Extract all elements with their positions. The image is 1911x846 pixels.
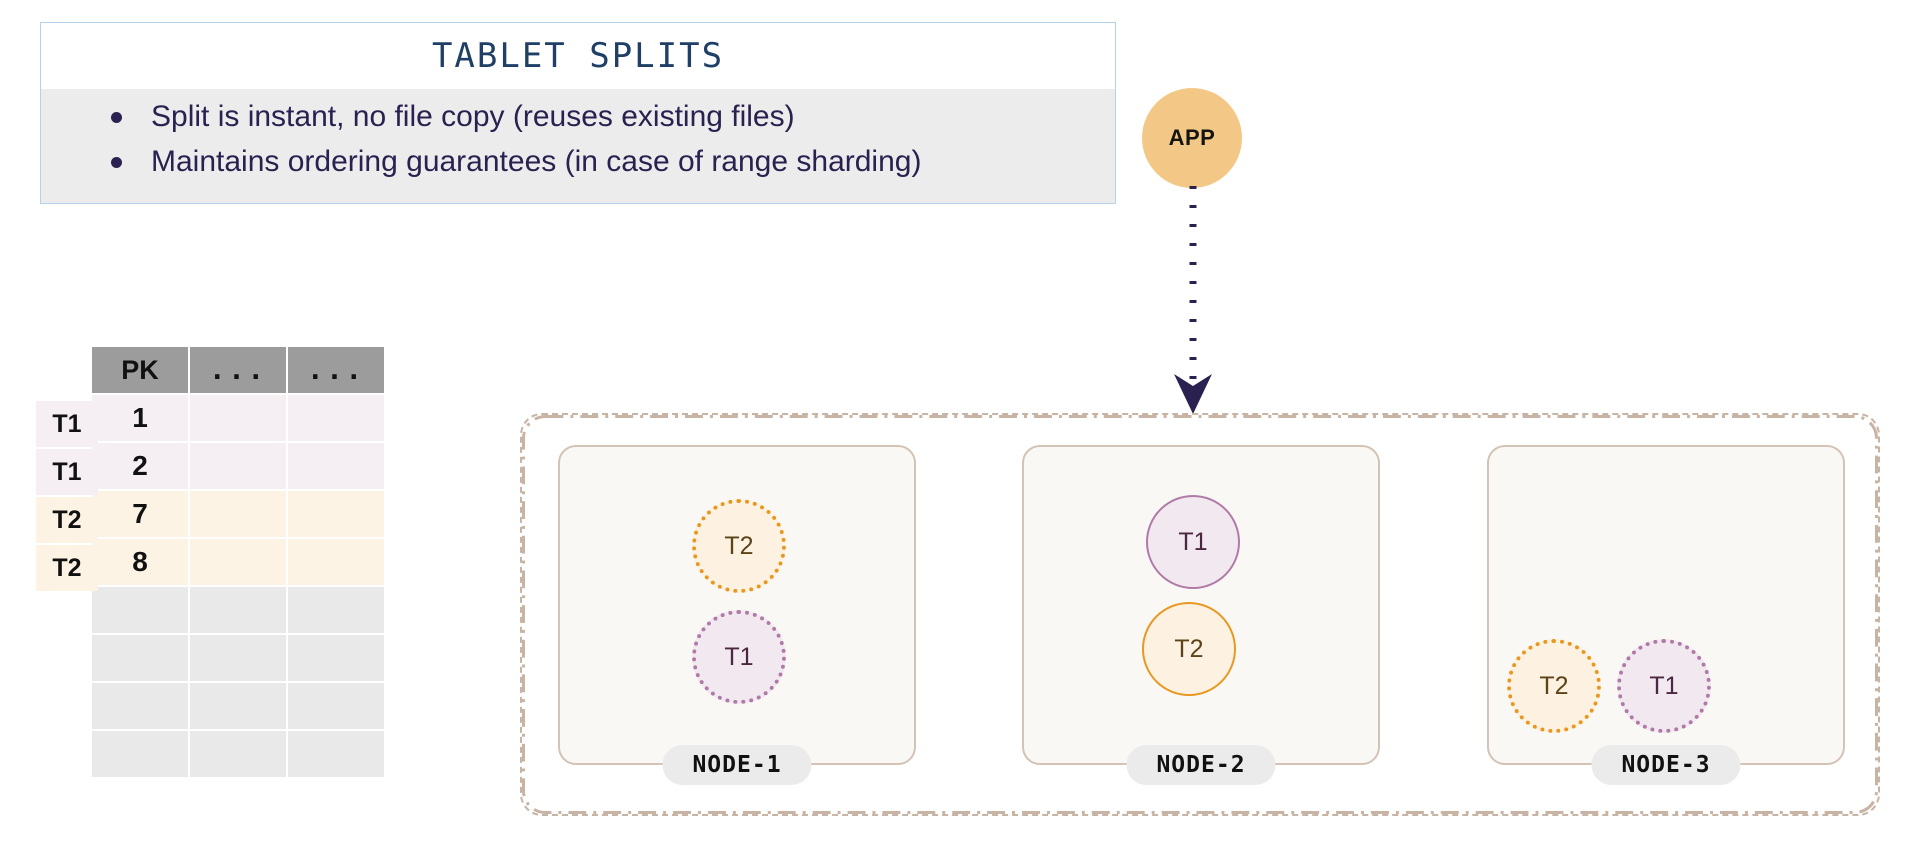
cell-col3: [288, 731, 384, 777]
column-header-pk: PK: [92, 347, 188, 393]
node-label-2: NODE-2: [1126, 745, 1276, 785]
row-tag: T1: [36, 449, 98, 495]
tablet-t2: T2: [692, 499, 786, 593]
table-row: 8: [92, 539, 384, 585]
app-node: APP: [1142, 88, 1242, 188]
tablet-t1: T1: [1617, 639, 1711, 733]
table-header-row: PK ... ...: [92, 347, 384, 393]
app-label: APP: [1168, 125, 1216, 150]
tablet-label: T2: [1539, 671, 1569, 700]
tablet-t2: T2: [1507, 639, 1601, 733]
tablet-t1: T1: [1146, 495, 1240, 589]
cell-col2: [190, 539, 286, 585]
tablet-label: T2: [1174, 634, 1204, 663]
cell-pk: 7: [92, 491, 188, 537]
node-3: T2 T1 NODE-3: [1487, 445, 1845, 785]
table-row: 2: [92, 443, 384, 489]
table-row: [92, 683, 384, 729]
cluster-boundary: T2 T1 NODE-1 T1 T2 NODE-2 T2 T1 NODE-3: [520, 413, 1880, 816]
app-to-cluster-arrow-icon: [1174, 186, 1212, 414]
cell-pk: [92, 731, 188, 777]
cell-col2: [190, 587, 286, 633]
cell-col2: [190, 443, 286, 489]
column-header-col3: ...: [288, 347, 384, 393]
node-2: T1 T2 NODE-2: [1022, 445, 1380, 785]
table-row: [92, 635, 384, 681]
cell-pk: [92, 683, 188, 729]
tablet-t2: T2: [1142, 602, 1236, 696]
tablet-label: T1: [724, 642, 754, 671]
table-row: 1: [92, 395, 384, 441]
node-label-1: NODE-1: [662, 745, 812, 785]
cell-col2: [190, 635, 286, 681]
cell-col3: [288, 587, 384, 633]
cell-pk: [92, 587, 188, 633]
pk-table-container: T1 T1 T2 T2 PK ... ... 1 2 7: [18, 345, 386, 779]
table-row: 7: [92, 491, 384, 537]
cell-col3: [288, 635, 384, 681]
cell-col3: [288, 491, 384, 537]
cell-pk: 1: [92, 395, 188, 441]
cell-col2: [190, 683, 286, 729]
cell-col2: [190, 491, 286, 537]
row-tag: T2: [36, 545, 98, 591]
tablet-splits-card: TABLET SPLITS Split is instant, no file …: [40, 22, 1116, 205]
pk-table: PK ... ... 1 2 7 8: [90, 345, 386, 779]
cell-col2: [190, 395, 286, 441]
cell-pk: 2: [92, 443, 188, 489]
tablet-t1: T1: [692, 610, 786, 704]
bullet-list: Split is instant, no file copy (reuses e…: [41, 95, 1115, 183]
column-header-col2: ...: [190, 347, 286, 393]
cell-col3: [288, 539, 384, 585]
cell-col3: [288, 395, 384, 441]
cell-pk: [92, 635, 188, 681]
row-tag: T2: [36, 497, 98, 543]
table-row: [92, 587, 384, 633]
cell-col2: [190, 731, 286, 777]
cell-pk: 8: [92, 539, 188, 585]
tablet-label: T1: [1178, 527, 1208, 556]
cell-col3: [288, 683, 384, 729]
tablet-label: T1: [1649, 671, 1679, 700]
list-item: Maintains ordering guarantees (in case o…: [103, 140, 1081, 183]
list-item: Split is instant, no file copy (reuses e…: [103, 95, 1081, 138]
table-row: [92, 731, 384, 777]
bullet-list-container: Split is instant, no file copy (reuses e…: [41, 89, 1115, 204]
page-title: TABLET SPLITS: [41, 23, 1115, 89]
cell-col3: [288, 443, 384, 489]
tablet-label: T2: [724, 531, 754, 560]
row-tag: T1: [36, 401, 98, 447]
node-label-3: NODE-3: [1591, 745, 1741, 785]
node-1: T2 T1 NODE-1: [558, 445, 916, 785]
